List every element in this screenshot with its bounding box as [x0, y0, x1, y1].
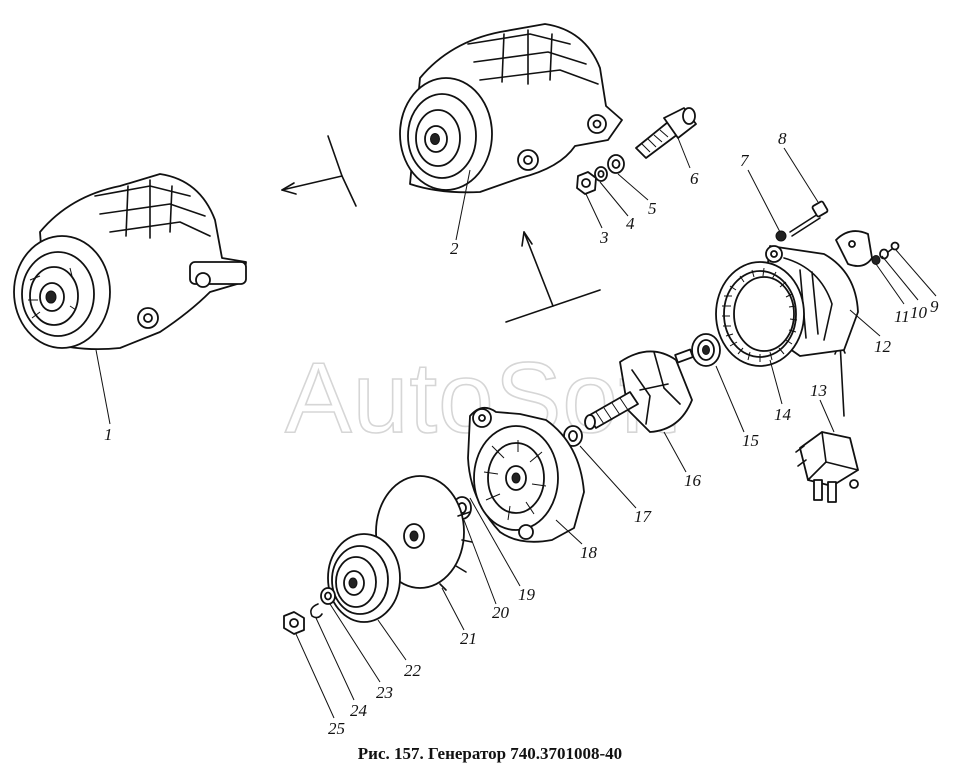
- generator-assembled-view-1: [13, 173, 247, 351]
- label-16: 16: [684, 471, 702, 490]
- bearing-15: [691, 333, 721, 367]
- label-1: 1: [104, 425, 113, 444]
- leader-lines: [95, 137, 937, 719]
- label-8: 8: [778, 129, 787, 148]
- label-14: 14: [774, 405, 792, 424]
- label-2: 2: [450, 239, 459, 258]
- label-17: 17: [634, 507, 653, 526]
- label-15: 15: [742, 431, 759, 450]
- label-3: 3: [599, 228, 609, 247]
- front-cover-18: [467, 406, 585, 543]
- label-20: 20: [492, 603, 510, 622]
- fan-21: [375, 475, 473, 591]
- label-6: 6: [690, 169, 699, 188]
- stator-14: [715, 261, 805, 367]
- label-19: 19: [518, 585, 536, 604]
- label-7: 7: [740, 151, 750, 170]
- generator-assembled-view-2: [399, 23, 623, 194]
- label-24: 24: [350, 701, 368, 720]
- label-12: 12: [874, 337, 892, 356]
- label-25: 25: [328, 719, 345, 738]
- rotor-16: [584, 348, 694, 433]
- fasteners-7-8: [775, 200, 829, 242]
- voltage-regulator-13: [795, 431, 859, 503]
- label-4: 4: [626, 214, 635, 233]
- part-number-labels: 1 2 3 4 5 6 7 8 9 10 11 12 13 14 15 16 1…: [104, 129, 939, 738]
- label-22: 22: [404, 661, 422, 680]
- label-10: 10: [910, 303, 928, 322]
- figure-caption: Рис. 157. Генератор 740.3701008-40: [357, 744, 623, 763]
- cover-9-11: [835, 230, 900, 267]
- view-arrows: [281, 135, 846, 417]
- label-23: 23: [376, 683, 393, 702]
- washers-nut-23-25: [283, 587, 336, 635]
- label-5: 5: [648, 199, 657, 218]
- label-13: 13: [810, 381, 827, 400]
- fasteners-3-6: [576, 107, 697, 195]
- label-21: 21: [460, 629, 477, 648]
- label-9: 9: [930, 297, 939, 316]
- label-11: 11: [894, 307, 910, 326]
- pulley-22: [327, 533, 401, 623]
- label-18: 18: [580, 543, 598, 562]
